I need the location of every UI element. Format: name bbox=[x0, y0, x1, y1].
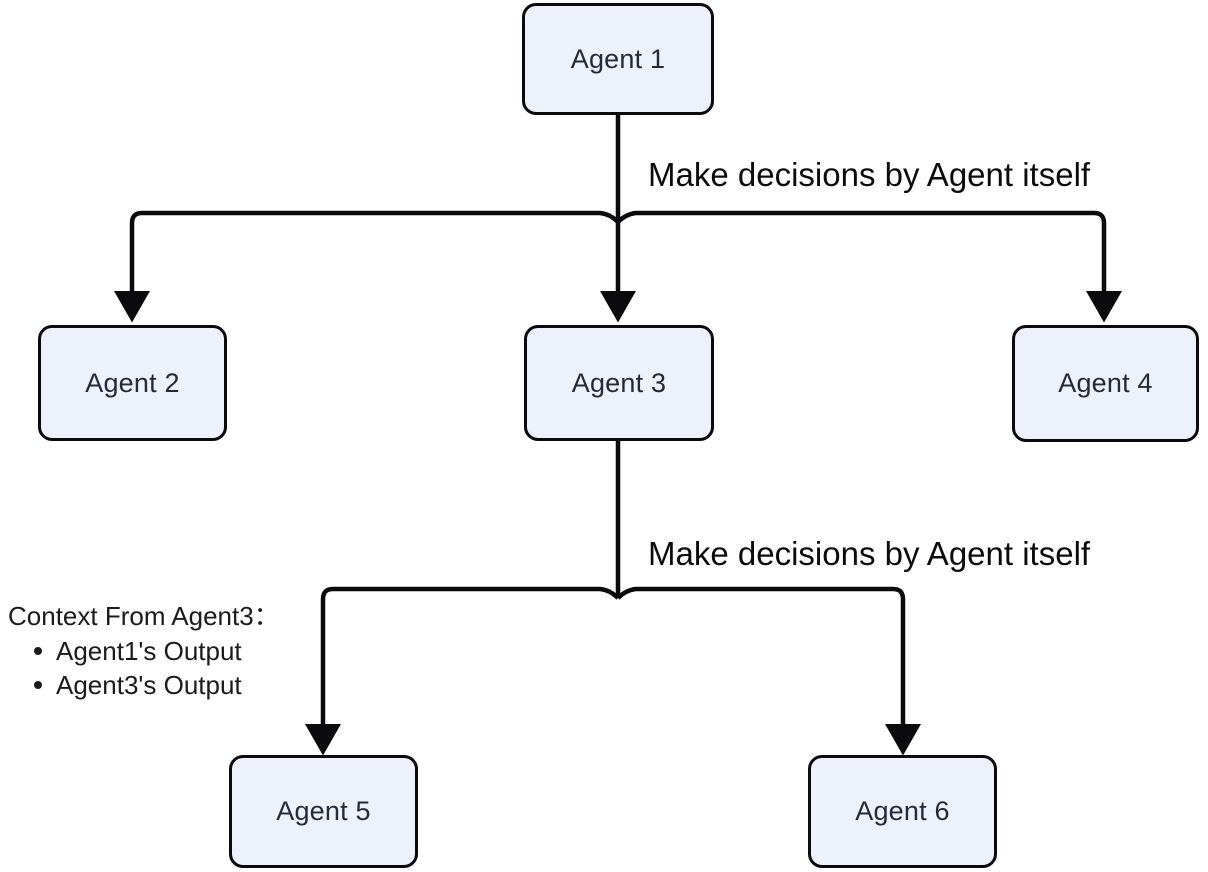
node-agent-6-label: Agent 6 bbox=[855, 796, 950, 826]
node-agent-2-label: Agent 2 bbox=[85, 367, 180, 398]
context-title: Context From Agent3： bbox=[8, 601, 280, 631]
edge-label-top: Make decisions by Agent itself bbox=[648, 156, 1091, 193]
context-list-item: Agent3's Output bbox=[8, 672, 280, 699]
context-list-item: Agent1's Output bbox=[8, 637, 280, 665]
node-agent-5-label: Agent 5 bbox=[276, 796, 371, 826]
node-agent-3-label: Agent 3 bbox=[571, 367, 667, 398]
node-agent-1[interactable]: Agent 1 bbox=[522, 3, 714, 115]
node-agent-2[interactable]: Agent 2 bbox=[38, 325, 227, 441]
node-agent-1-label: Agent 1 bbox=[570, 43, 666, 74]
edge-agent1-to-bus bbox=[129, 115, 1107, 224]
node-agent-4[interactable]: Agent 4 bbox=[1012, 325, 1199, 442]
edge-label-bottom: Make decisions by Agent itself bbox=[648, 535, 1091, 572]
node-agent-4-label: Agent 4 bbox=[1058, 368, 1153, 398]
context-annotation: Context From Agent3： Agent1's Output Age… bbox=[8, 603, 280, 699]
node-agent-5[interactable]: Agent 5 bbox=[229, 755, 418, 868]
node-agent-6[interactable]: Agent 6 bbox=[808, 755, 997, 868]
edge-agent3-to-bus2 bbox=[320, 441, 906, 600]
context-item-list: Agent1's Output Agent3's Output bbox=[8, 637, 280, 699]
node-agent-3[interactable]: Agent 3 bbox=[524, 325, 714, 441]
